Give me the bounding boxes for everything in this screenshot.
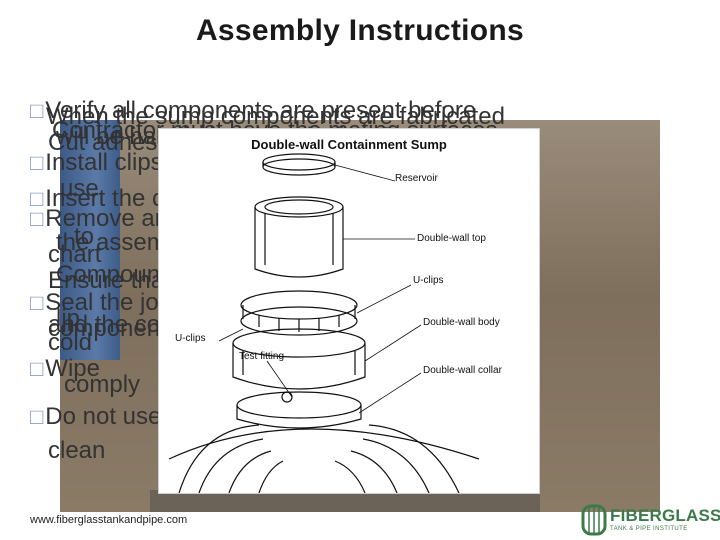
bullet-icon: □ xyxy=(30,150,44,175)
photo-floor xyxy=(150,490,540,512)
bullet-icon: □ xyxy=(30,356,44,381)
label-u-clips-right: U-clips xyxy=(413,275,444,286)
diagram-title: Double-wall Containment Sump xyxy=(251,137,447,152)
instruction-line: chart xyxy=(48,242,102,268)
reservoir-drawing xyxy=(262,153,336,176)
label-double-wall-collar: Double-wall collar xyxy=(423,365,502,376)
instruction-line: lip xyxy=(56,306,81,332)
logo-word: FIBERGLASS xyxy=(610,506,720,525)
logo-mark-icon xyxy=(581,504,607,536)
instruction-line: clean xyxy=(48,438,106,464)
ribbed-tank-drawing xyxy=(168,424,480,493)
double-wall-body-drawing xyxy=(232,328,366,390)
fiberglass-logo: FIBERGLASS TANK & PIPE INSTITUTE xyxy=(580,500,720,540)
label-reservoir: Reservoir xyxy=(395,173,438,184)
label-test-fitting: Test fitting xyxy=(239,351,285,362)
bullet-icon: □ xyxy=(30,404,44,429)
double-wall-top-drawing xyxy=(254,196,344,278)
instruction-line: to xyxy=(74,224,95,250)
sump-drawing xyxy=(168,153,480,493)
instruction-line: □Verify all components are present befor… xyxy=(30,98,477,124)
bullet-icon: □ xyxy=(30,290,44,315)
instruction-line: □Wipe xyxy=(30,356,100,382)
label-u-clips-left: U-clips xyxy=(175,333,206,344)
bullet-icon: □ xyxy=(30,186,44,211)
bullet-icon: □ xyxy=(30,98,44,123)
photo-jeans xyxy=(60,120,120,360)
u-clips-ring-drawing xyxy=(240,290,358,336)
label-double-wall-top: Double-wall top xyxy=(417,233,486,244)
slide-title: Assembly Instructions xyxy=(195,14,525,47)
label-double-wall-body: Double-wall body xyxy=(423,317,500,328)
instruction-line: comply xyxy=(64,372,141,398)
logo-sub: TANK & PIPE INSTITUTE xyxy=(610,526,688,532)
instruction-line: use xyxy=(60,176,99,202)
footer-url: www.fiberglasstankandpipe.com xyxy=(30,514,188,526)
bullet-icon: □ xyxy=(30,206,44,231)
double-wall-collar-drawing xyxy=(236,391,362,429)
instruction-line: cold xyxy=(48,330,93,356)
instruction-line: When the sump components are fabricated xyxy=(46,104,505,130)
sump-diagram: Double-wall Containment Sump xyxy=(158,128,540,494)
